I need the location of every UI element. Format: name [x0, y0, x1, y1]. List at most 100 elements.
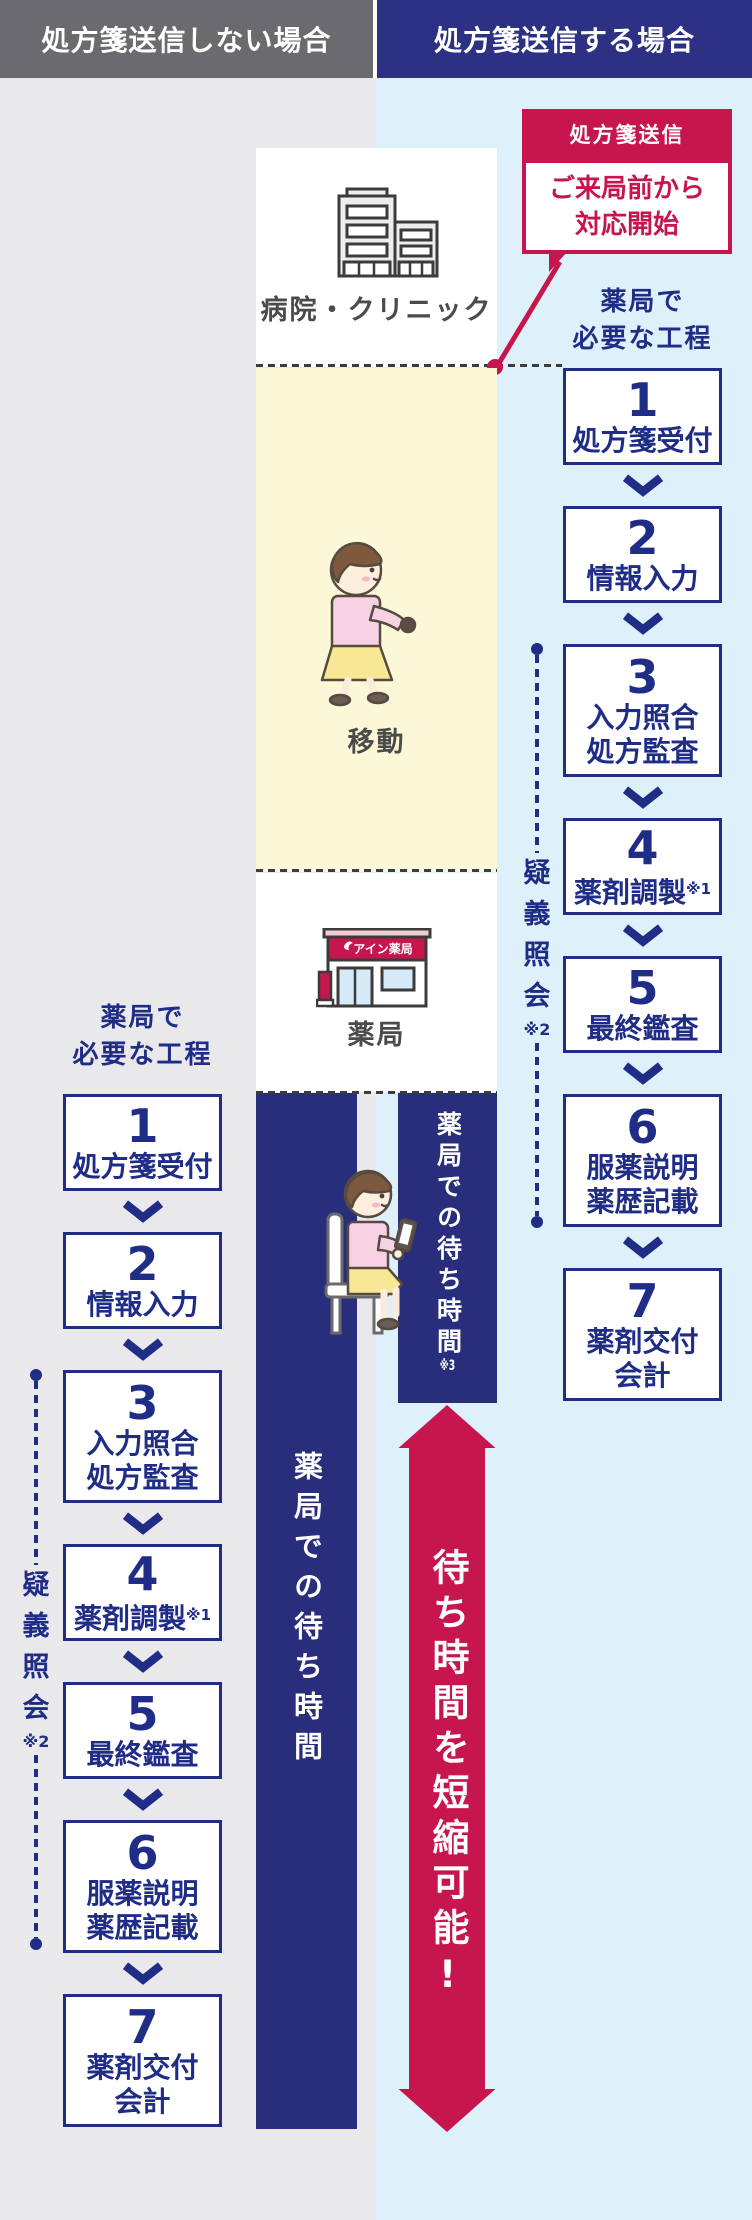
inquiry-dot	[531, 643, 543, 655]
step-label: 薬剤交付	[86, 2050, 199, 2084]
step-label: 服薬説明	[586, 1150, 699, 1184]
step-number: 7	[626, 1273, 659, 1328]
step-label: 処方監査	[586, 734, 699, 768]
shorten-wait-text-wrap: 待ち時間を短縮可能!	[397, 1405, 497, 2132]
divider-hospital-dashed	[256, 364, 562, 367]
process-heading-right-line1: 薬局で	[600, 287, 685, 317]
step-label: 会計	[114, 2084, 171, 2118]
step-arrow-icon	[122, 1961, 163, 1985]
header-send: 処方箋送信する場合	[377, 0, 752, 78]
hospital-label: 病院・クリニック	[260, 295, 493, 326]
move-label: 移動	[347, 727, 406, 758]
inquiry-char: 会	[22, 1693, 50, 1724]
step-arrow	[63, 1953, 222, 1994]
step-number: 6	[126, 1825, 159, 1880]
inquiry-char: 疑	[523, 858, 551, 889]
wait-time-note: ※3	[439, 1359, 456, 1373]
sitting-woman-phone-icon	[324, 1169, 418, 1335]
inquiry-footnote: ※2	[22, 1732, 50, 1751]
step-number: 6	[626, 1099, 659, 1154]
step-arrow-icon	[122, 1511, 163, 1535]
step-arrow-icon	[122, 1337, 163, 1361]
step-label: 薬歴記載	[86, 1910, 199, 1944]
pharmacy-storefront-icon: アイン薬局	[316, 928, 432, 1008]
step-arrow-icon	[622, 611, 663, 635]
badge-bubble-tail-icon	[549, 252, 567, 272]
step-label: 情報入力	[86, 1287, 199, 1321]
step-number: 3	[626, 649, 659, 704]
step-number: 1	[126, 1098, 159, 1153]
badge-body-line2: 対応開始	[574, 209, 679, 240]
process-heading-right-line2: 必要な工程	[572, 324, 713, 354]
divider-travel-dashed	[256, 869, 497, 872]
pharmacy-card: アイン薬局 薬局	[256, 873, 497, 1092]
step-label: 処方箋受付	[72, 1149, 213, 1183]
inquiry-dashed-line	[34, 1755, 38, 1938]
pharmacy-logo-icon	[344, 941, 353, 950]
step-number: 5	[626, 960, 659, 1015]
step-footnote: ※1	[185, 1605, 212, 1624]
step-arrow	[63, 1503, 222, 1544]
step-number: 2	[626, 510, 659, 565]
step-arrow-icon	[622, 1235, 663, 1259]
hospital-building-icon	[337, 187, 439, 278]
step-arrow-icon	[622, 473, 663, 497]
step-arrow-icon	[122, 1787, 163, 1811]
step-label: 薬剤交付	[586, 1324, 699, 1358]
step-arrow-icon	[622, 1061, 663, 1085]
step-number: 1	[626, 372, 659, 427]
inquiry-char: 照	[22, 1652, 50, 1683]
wait-time-bar-long-label: 薬局での待ち時間	[289, 1451, 324, 1771]
header-no-send-label: 処方箋送信しない場合	[41, 24, 332, 57]
step-arrow	[63, 1779, 222, 1820]
step-label: 薬剤調製※1	[73, 1601, 212, 1635]
step-arrow-icon	[622, 923, 663, 947]
inquiry-dot	[531, 1216, 543, 1228]
inquiry-annotation-left: 疑義照会※2	[14, 1369, 58, 1950]
wait-time-bar-short-label: 薬局での待ち時間※3	[433, 1111, 463, 1373]
inquiry-dot	[30, 1938, 42, 1950]
step-arrow-icon	[122, 1649, 163, 1673]
step-arrow	[563, 603, 722, 644]
step-arrow-icon	[122, 1199, 163, 1223]
step-arrow	[63, 1641, 222, 1682]
badge-body-line1: ご来局前から	[548, 173, 705, 204]
inquiry-char: 疑	[22, 1570, 50, 1601]
step-arrow	[563, 1053, 722, 1094]
step-arrow	[63, 1191, 222, 1232]
process-heading-left-line1: 薬局で	[100, 1003, 185, 1033]
header-no-send: 処方箋送信しない場合	[0, 0, 373, 78]
step-number: 3	[126, 1375, 159, 1430]
travel-zone: 移動	[256, 368, 497, 872]
process-heading-right: 薬局で 必要な工程	[563, 284, 722, 358]
inquiry-char: 義	[523, 899, 551, 930]
wait-time-bar-short: 薬局での待ち時間※3	[398, 1093, 497, 1403]
step-label: 最終鑑査	[586, 1011, 699, 1045]
pharmacy-sign-text: アイン薬局	[353, 941, 412, 956]
walking-woman-icon	[320, 541, 417, 707]
inquiry-dashed-line	[535, 655, 539, 853]
inquiry-char: 会	[523, 981, 551, 1012]
step-label: 薬歴記載	[586, 1184, 699, 1218]
process-heading-left: 薬局で 必要な工程	[63, 1000, 222, 1074]
divider-pharmacy-dashed	[256, 1091, 497, 1094]
inquiry-dot	[30, 1369, 42, 1381]
header-divider	[373, 0, 377, 78]
step-label: 入力照合	[86, 1426, 199, 1460]
shorten-wait-arrow	[398, 1405, 496, 2132]
header-send-label: 処方箋送信する場合	[433, 24, 695, 57]
